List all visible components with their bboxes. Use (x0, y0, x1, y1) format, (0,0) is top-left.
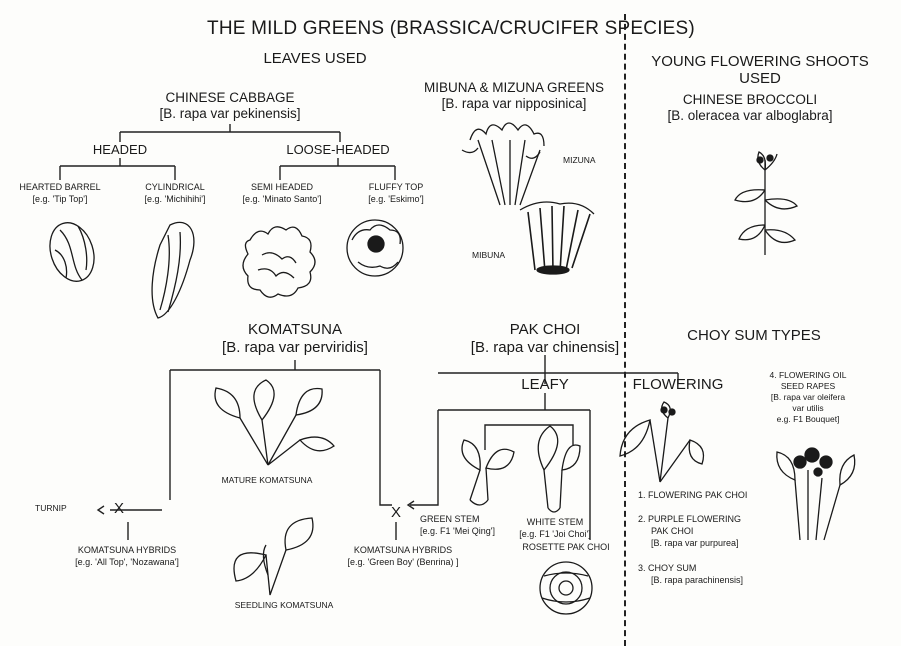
green-stem-pak-choi-illustration (462, 440, 514, 505)
mibuna-illustration (520, 202, 594, 274)
rosette-pak-choi-illustration (540, 562, 592, 614)
fluffy-top-illustration (347, 220, 403, 276)
white-stem-pak-choi-illustration (538, 426, 580, 512)
flowering-pak-choi-illustration (620, 402, 704, 482)
cylindrical-illustration (152, 222, 194, 318)
mature-komatsuna-illustration (215, 380, 334, 465)
chinese-broccoli-illustration (735, 152, 797, 255)
oil-seed-rape-illustration (777, 448, 855, 540)
seedling-komatsuna-illustration (234, 518, 313, 595)
semi-headed-illustration (243, 227, 315, 297)
mizuna-illustration (462, 123, 544, 205)
hearted-barrel-illustration (43, 217, 101, 287)
